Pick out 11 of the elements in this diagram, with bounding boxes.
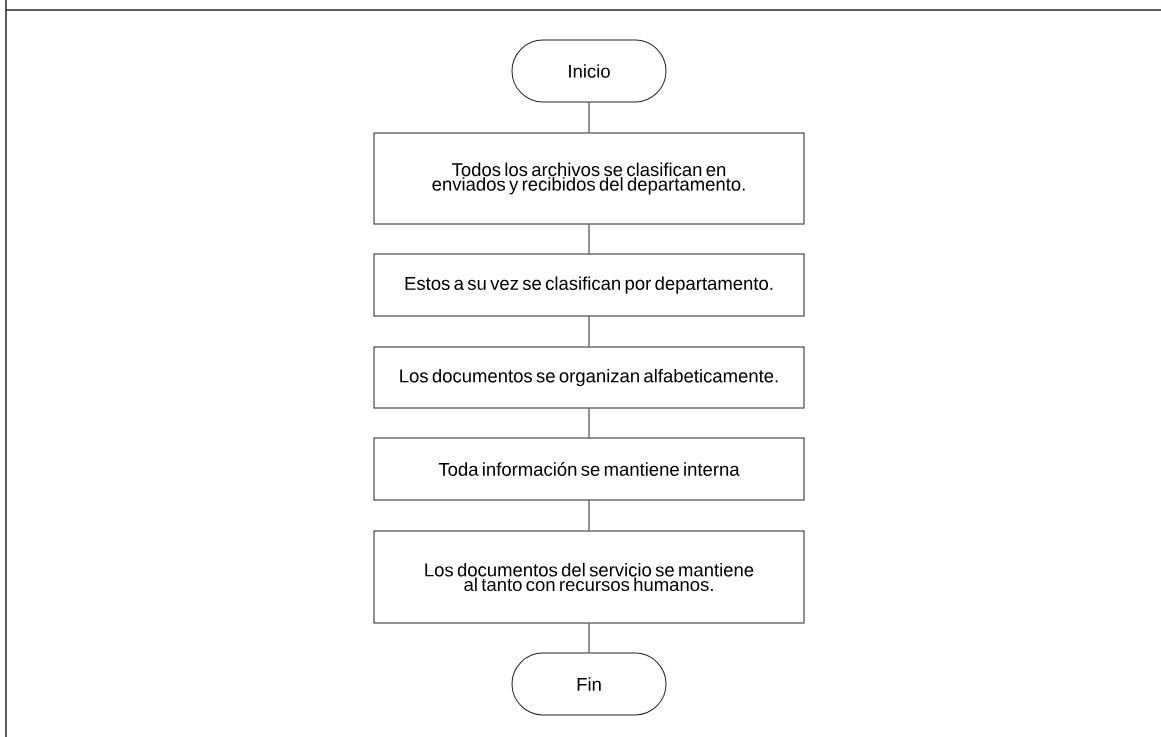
connector-line [588, 224, 590, 254]
process-box: Toda información se mantiene interna [373, 437, 805, 501]
connector-line [588, 623, 590, 653]
connector-line [588, 500, 590, 531]
process-box: Todos los archivos se clasifican en enviados y recibidos del departamento. [373, 132, 805, 225]
connector-line [588, 316, 590, 347]
connector-line [588, 102, 590, 133]
process-box: Los documentos se organizan alfabeticamente. [373, 346, 805, 409]
process-box: Los documentos del servicio se mantiene al tanto con recursos humanos. [373, 530, 805, 624]
process-box: Estos a su vez se clasifican por departamento. [373, 253, 805, 317]
connector-line [588, 408, 590, 438]
